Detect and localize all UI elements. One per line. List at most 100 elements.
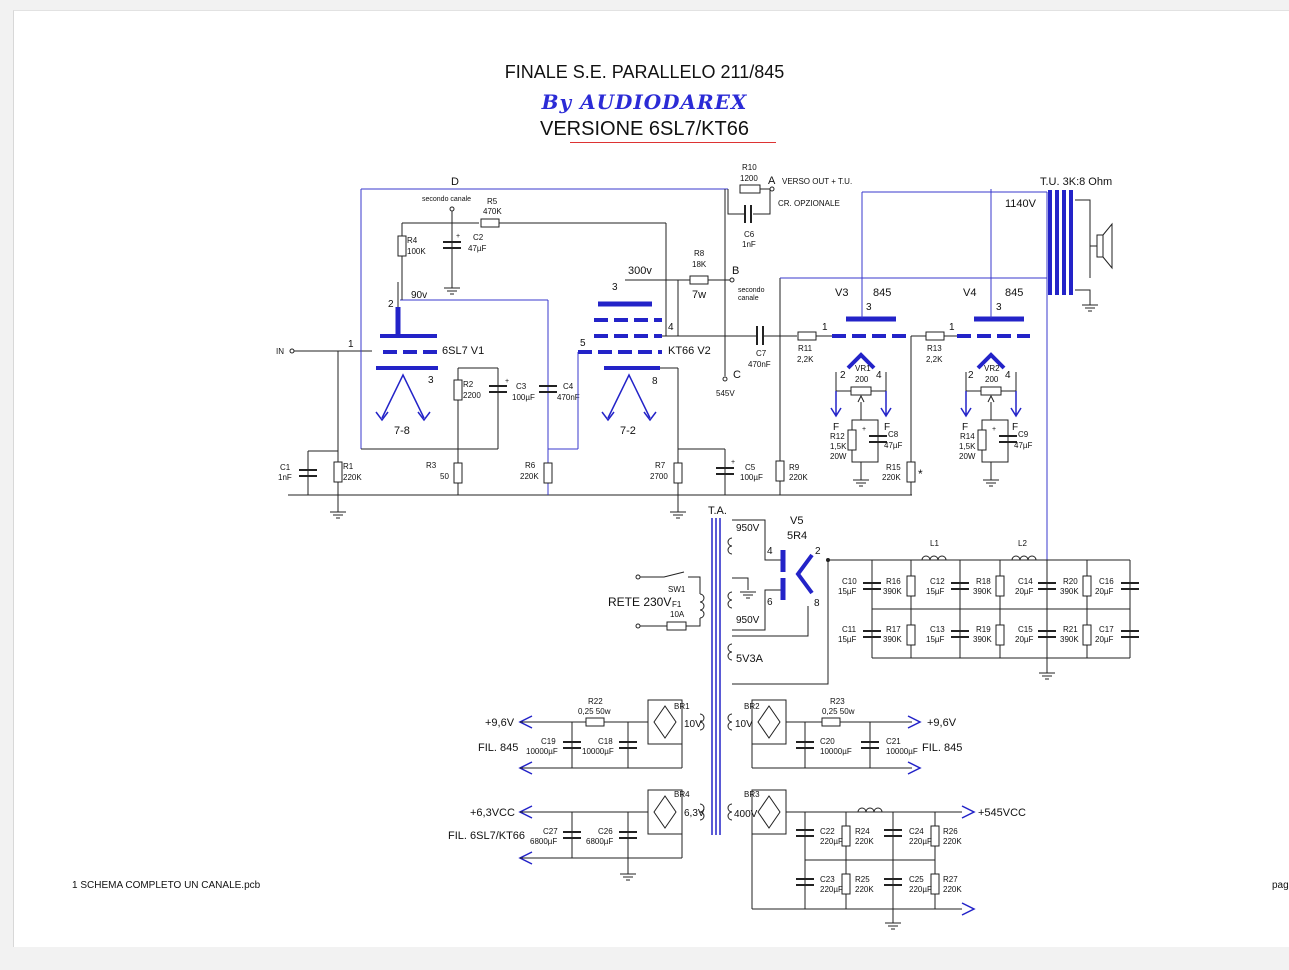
v1-label: 6SL7 V1 [442,345,484,357]
ground-symbol-10 [885,922,901,930]
r2-name: R2 [463,380,474,389]
c10-value: 15µF [838,587,857,596]
winding-10v-b: 10V [735,719,753,730]
r13-value: 2,2K [926,355,943,364]
ot-hv: 1140V [1005,198,1037,210]
r4-value: 100K [407,247,426,256]
v2-heater-arrows [601,411,657,422]
r5-body [480,218,500,228]
v3-label: V3 [835,287,848,299]
r13-name: R13 [927,344,942,353]
c6-name: C6 [744,230,755,239]
v2-pin3: 3 [612,282,618,293]
br1-box [647,699,683,745]
r10-value: 1200 [740,174,758,183]
v4-fil-arrow-right [1010,391,1022,418]
c8-name: C8 [888,430,899,439]
r23-name: R23 [830,697,845,706]
fil-left-voltage: +9,6V [485,717,515,729]
r8-power: 7w [692,289,706,301]
tube-v4: V4 845 3 1 2 4 VR2 200 F F + C9 47µF R14… [949,189,1033,487]
r12-power: 20W [830,452,847,461]
ground-symbol-7 [740,591,756,599]
second-channel-terminal [449,206,455,212]
c12-value: 15µF [926,587,945,596]
v2-pin5: 5 [580,338,586,349]
c18-value: 10000µF [582,747,614,756]
v1-cathode-network: R2 2200 + C3 100µF R3 50 C4 470nF R6 220… [426,352,580,495]
r22-value: 0,25 50w [578,707,611,716]
v1-pin3: 3 [428,375,434,386]
r11-body [797,331,817,341]
r19-name: R19 [976,625,991,634]
vr2-wiper [987,394,995,403]
node-b-terminal [729,277,735,283]
v3-filament [846,352,876,370]
fil-6sl7-supply: +6,3VCC FIL. 6SL7/KT66 C27 6800µF C26 68… [448,789,705,881]
feedback-network: D secondo canale R5 470K R4 100K + C2 47… [360,176,728,450]
b545-choke [857,807,883,813]
fil-right-arrow-top [907,715,922,729]
r5-value: 470K [483,207,502,216]
v5-pin8: 8 [814,598,820,609]
ta-5v-winding [727,643,733,661]
r22-body [585,717,605,727]
c13-name: C13 [930,625,945,634]
ground-symbol-6 [1082,304,1098,312]
cr-optional-label: CR. OPZIONALE [778,199,840,208]
ground-symbol-3 [670,511,686,519]
v4-fil-arrow-left [960,391,972,418]
c1-name: C1 [280,463,291,472]
ground-symbol-4 [853,479,869,487]
r7-value: 2700 [650,472,668,481]
tube-v2: 7-2 KT66 V2 5 3 4 8 300v R8 18K 7w B sec… [578,189,765,519]
r12-name: R12 [830,432,845,441]
c24-name: C24 [909,827,924,836]
v4-pin4: 4 [1005,370,1011,381]
v3-f-right: F [884,422,890,433]
v1-heater [381,373,425,419]
fil-right-label: FIL. 845 [922,742,962,754]
c25-name: C25 [909,875,924,884]
winding-10v-a: 10V [684,719,702,730]
r13-body [925,331,945,341]
c9-value: 47µF [1014,441,1033,450]
r8-body [689,275,709,285]
c6-wire [727,189,771,215]
r16-name: R16 [886,577,901,586]
c8-value: 47µF [884,441,903,450]
v1-heater-pins: 7-8 [394,425,410,437]
v4-pin3: 3 [996,302,1002,313]
v5-pin2: 2 [815,546,821,557]
c17-name: C17 [1099,625,1114,634]
v5-type: 5R4 [787,530,807,542]
version-label: VERSIONE 6SL7/KT66 [540,118,749,140]
mains-label: RETE 230V [608,595,671,609]
page-label: pag [1272,880,1289,891]
r15-value: 220K [882,473,901,482]
speaker-magnet [1096,234,1104,258]
fil-right-voltage: +9,6V [927,717,957,729]
version-underline [570,142,776,143]
r24-name: R24 [855,827,870,836]
sw1-wire [640,571,701,594]
r7-name: R7 [655,461,666,470]
r2-value: 2200 [463,391,481,400]
c16-value: 20µF [1095,587,1114,596]
rect-filament-leads [732,560,829,685]
ta-10v-winding-a [699,713,705,731]
c15-value: 20µF [1015,635,1034,644]
v4-pin1: 1 [949,322,955,333]
r15-star: * [918,467,923,481]
r3-value: 50 [440,472,449,481]
r20-body [1082,575,1092,597]
c26-value: 6800µF [586,837,613,846]
tube-v3: V3 845 3 1 2 4 VR1 200 F F + C8 47µF R12… [822,192,912,487]
footer-filename: 1 SCHEMA COMPLETO UN CANALE.pcb [72,880,261,891]
r14-name: R14 [960,432,975,441]
r27-value: 220K [943,885,962,894]
winding-400v: 400V [734,809,758,820]
r24-body [841,825,851,847]
r27-name: R27 [943,875,958,884]
